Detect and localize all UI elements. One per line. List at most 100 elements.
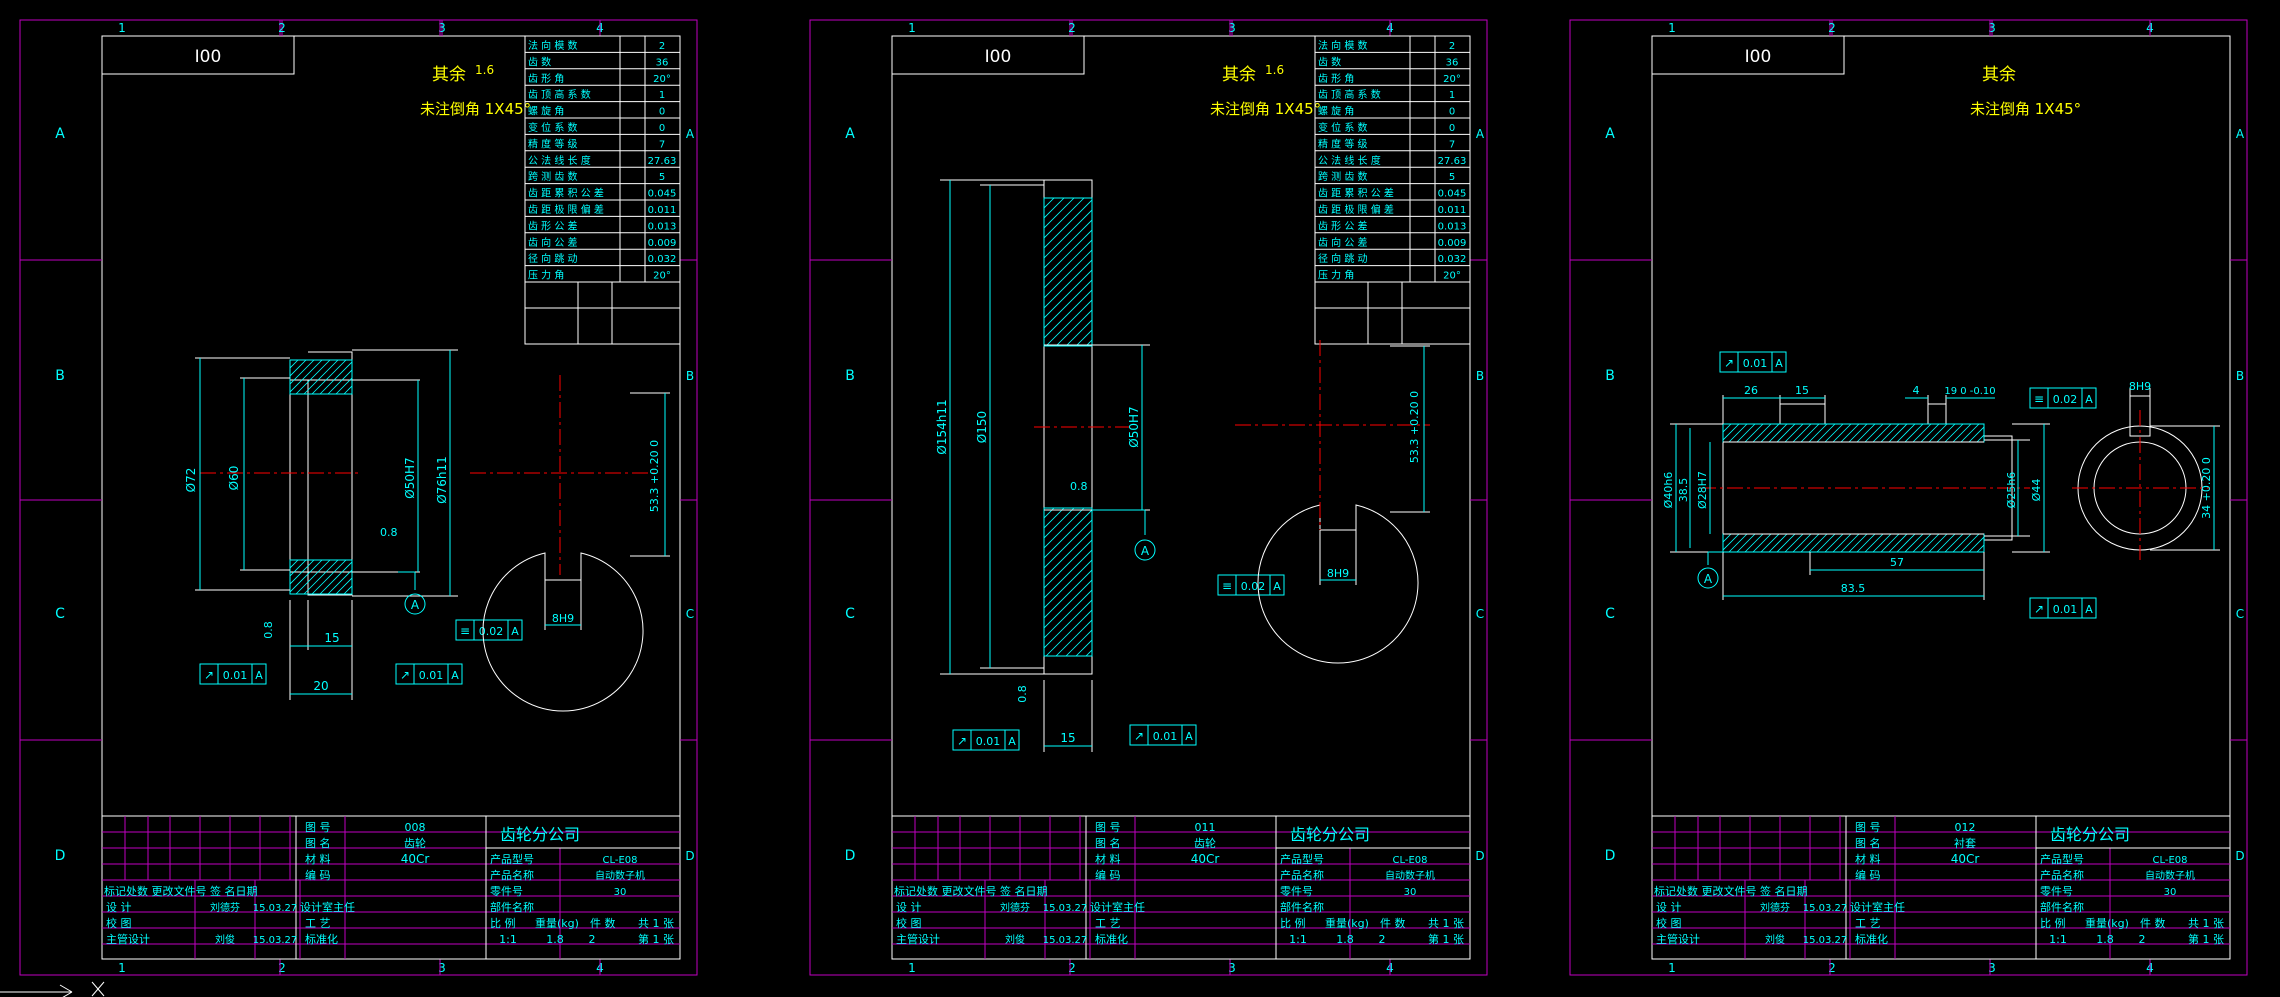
hatch-line [1055,619,1092,656]
tb-prodno: CL-E08 [602,855,637,866]
tb-partno: 30 [2164,887,2177,898]
hatch-line [1792,534,1812,552]
hatch-line [360,560,394,594]
zone-row: D [845,848,856,864]
tb-partno-label: 零件号 [490,885,523,898]
zone-row: B [686,369,694,383]
title-block: 图 号图 名材 料编 码011齿轮40Cr齿轮分公司产品型号产品名称零件号部件名… [891,815,1471,960]
hatch-line [1045,299,1092,346]
hatch-line [290,360,323,393]
hatch-line [1044,269,1092,319]
sheet-border [19,19,698,976]
hatch-line [1146,508,1294,656]
tb-craft-label: 工 艺 [1855,917,1881,930]
tb-sheet-label: 第 1 张 [1428,932,1464,946]
tb-revision-header: 标记处数 更改文件号 签 名日期 [894,884,1048,898]
tb-designer: 刘德芬 [1000,901,1030,914]
hatch-line [319,361,352,394]
chamfer-note: 未注倒角 1X45° [1210,100,1321,118]
hatch-line [1096,198,1244,346]
hatch-line [1768,534,1788,552]
hatch-line [1832,424,1852,442]
tb-std-label: 标准化 [1095,932,1128,946]
hatch-line [1044,519,1092,569]
tb-pieces-label: 件 数 [1380,917,1406,930]
zone-col: 2 [1068,21,1076,35]
tb-weight-label: 重量(kg) [1325,916,1369,930]
hatch-pattern [1723,424,1984,442]
hatch-line [290,360,307,377]
hatch-line [1044,279,1092,329]
tb-scale: 1:1 [2049,933,2067,946]
hatch-line [1736,534,1756,552]
hatch-line [1106,198,1254,346]
tb-checker: 刘俊 [1765,933,1785,946]
tb-weight: 1.8 [546,933,564,946]
hatch-line [327,569,352,594]
drawing-sheet-3: I0011223344AABBCCDD其余未注倒角 1X45°图 号图 名材 料… [1569,19,2248,976]
ref-code: I00 [985,47,1012,67]
tol-box [455,619,523,641]
roughness: 0.8 [380,526,398,539]
zone-row: B [55,368,65,384]
dim-15: 15 [324,631,339,645]
zone-row: C [686,607,694,621]
ref-code: I00 [195,47,222,67]
table-param: 变 位 系 数 [1318,121,1368,134]
tb-company: 齿轮分公司 [2050,825,2130,844]
hatch-line [1044,508,1085,549]
tb-prodname: 自动数子机 [2145,869,2195,882]
hatch-line [1116,198,1264,346]
hatch-line [1848,424,1868,442]
table-param: 齿 形 公 差 [1318,219,1368,232]
zone-col: 1 [1668,21,1676,35]
hatch-line [1832,534,1852,552]
tol-symbol: ↗ [204,668,214,682]
roughness: 0.8 [1070,480,1088,493]
tb-material: 40Cr [1951,852,1980,866]
datum-circle [1697,567,1719,589]
zone-row: C [2236,607,2244,621]
tol-datum: A [1185,730,1193,743]
tol-datum: A [255,669,263,682]
tb-name: 齿轮 [1194,836,1216,850]
tb-desgroup-label: 设计室主任 [300,900,355,914]
drawing-frame [101,35,681,960]
hatch-line [1816,534,1836,552]
table-param: 齿 距 极 限 偏 差 [1318,203,1394,216]
tol-datum: A [1008,735,1016,748]
finish-note: 其余 [1222,65,1256,85]
hatch-line [1126,198,1274,346]
tol-symbol: ≡ [460,624,470,638]
hatch-line [1968,426,1984,442]
hatch-pattern [1044,198,1324,346]
tb-parts-label: 部件名称 [2040,900,2084,914]
hatch-line [1904,534,1924,552]
tol-datum: A [1273,580,1281,593]
table-param: 精 度 等 级 [1318,137,1368,150]
tb-date: 15.03.27 [253,903,298,914]
table-value: 0.009 [648,238,677,249]
hatch-line [335,577,352,594]
dim-57: 57 [1890,556,1904,569]
hatch-line [1044,559,1092,609]
tb-name-label: 图 名 [1095,836,1121,850]
hatch-line [1864,424,1884,442]
keyway [2129,395,2151,437]
hatch-line [1044,529,1092,579]
zone-row: B [2236,369,2244,383]
tb-partno: 30 [1404,887,1417,898]
hatch-line [1928,424,1948,442]
zone-col: 3 [1988,21,1996,35]
hatch-line [1824,424,1844,442]
hatch-line [1176,198,1324,346]
tb-parts-label: 部件名称 [1280,900,1324,914]
hatch-line [1760,534,1780,552]
hatch-line [1968,536,1984,552]
hatch-line [1044,508,1055,519]
tb-name-label: 图 名 [305,836,331,850]
